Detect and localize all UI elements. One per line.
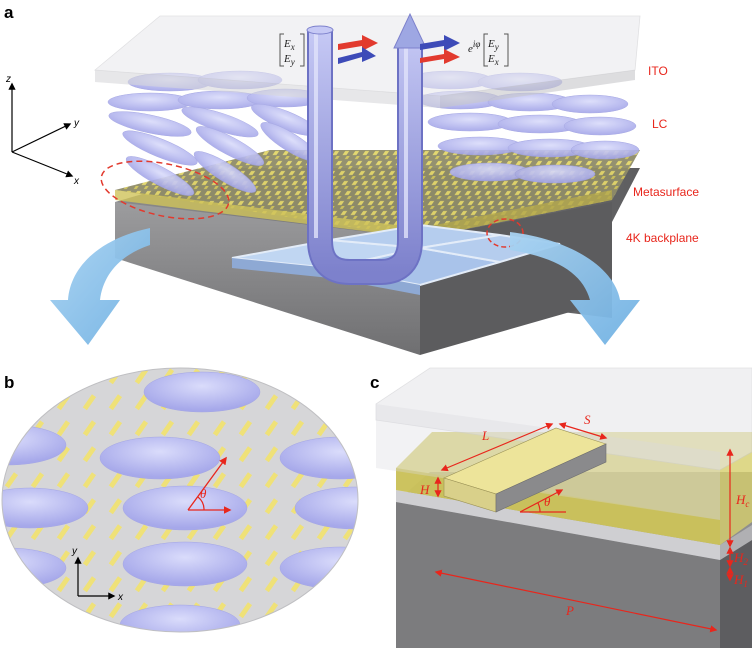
theta-indicator: θ: [187, 456, 232, 514]
axis-x-label-b: x: [117, 592, 124, 603]
theta-label-b: θ: [200, 486, 207, 501]
dim-label-h1: H1: [733, 572, 748, 589]
svg-text:Ex: Ex: [487, 53, 499, 67]
svg-text:Ex: Ex: [283, 38, 295, 52]
zoom-arrow-left: [50, 228, 150, 345]
jones-vector-out: eiφ Ey Ex: [468, 33, 509, 67]
svg-text:Ey: Ey: [487, 38, 499, 52]
theta-label-c: θ: [544, 494, 551, 509]
lc-cover-layer: [375, 367, 752, 471]
axes-2d: [74, 556, 116, 600]
panel-c: c S: [370, 367, 752, 648]
dimension-lines: [434, 422, 734, 633]
layer-label-lc: LC: [652, 117, 668, 131]
dim-label-hc: Hc: [735, 492, 749, 509]
dim-label-h: H: [419, 482, 430, 497]
polarization-arrows-out: [420, 35, 460, 64]
axis-y-label-b: y: [71, 546, 78, 557]
polarization-arrows-in: [338, 35, 378, 64]
ito-layer: [93, 15, 641, 108]
dim-label-p: P: [565, 603, 574, 618]
panel-c-letter: c: [370, 373, 379, 392]
panel-a-letter: a: [4, 3, 14, 22]
layer-label-metasurface: Metasurface: [633, 185, 699, 199]
svg-text:Ey: Ey: [283, 53, 295, 67]
layer-label-backplane: 4K backplane: [626, 231, 699, 245]
callout-ellipse-right: [486, 218, 524, 248]
light-path-tube: [306, 12, 427, 285]
svg-text:eiφ: eiφ: [468, 39, 480, 55]
dim-label-l: L: [481, 428, 489, 443]
axis-z-label: z: [5, 74, 11, 85]
panel-b-letter: b: [4, 373, 14, 392]
axis-x-label: x: [73, 176, 80, 187]
dim-label-h2: H2: [733, 550, 748, 567]
jones-vector-in: Ex Ey: [279, 33, 305, 67]
panel-a: a: [4, 3, 699, 355]
panel-b: b θ y x: [1, 367, 359, 633]
callout-ellipse-left: [100, 160, 230, 220]
dim-label-s: S: [584, 412, 591, 427]
layer-label-ito: ITO: [648, 64, 668, 78]
axis-y-label: y: [73, 118, 80, 129]
zoom-arrow-right: [510, 232, 640, 345]
axes-3d: [8, 82, 74, 178]
